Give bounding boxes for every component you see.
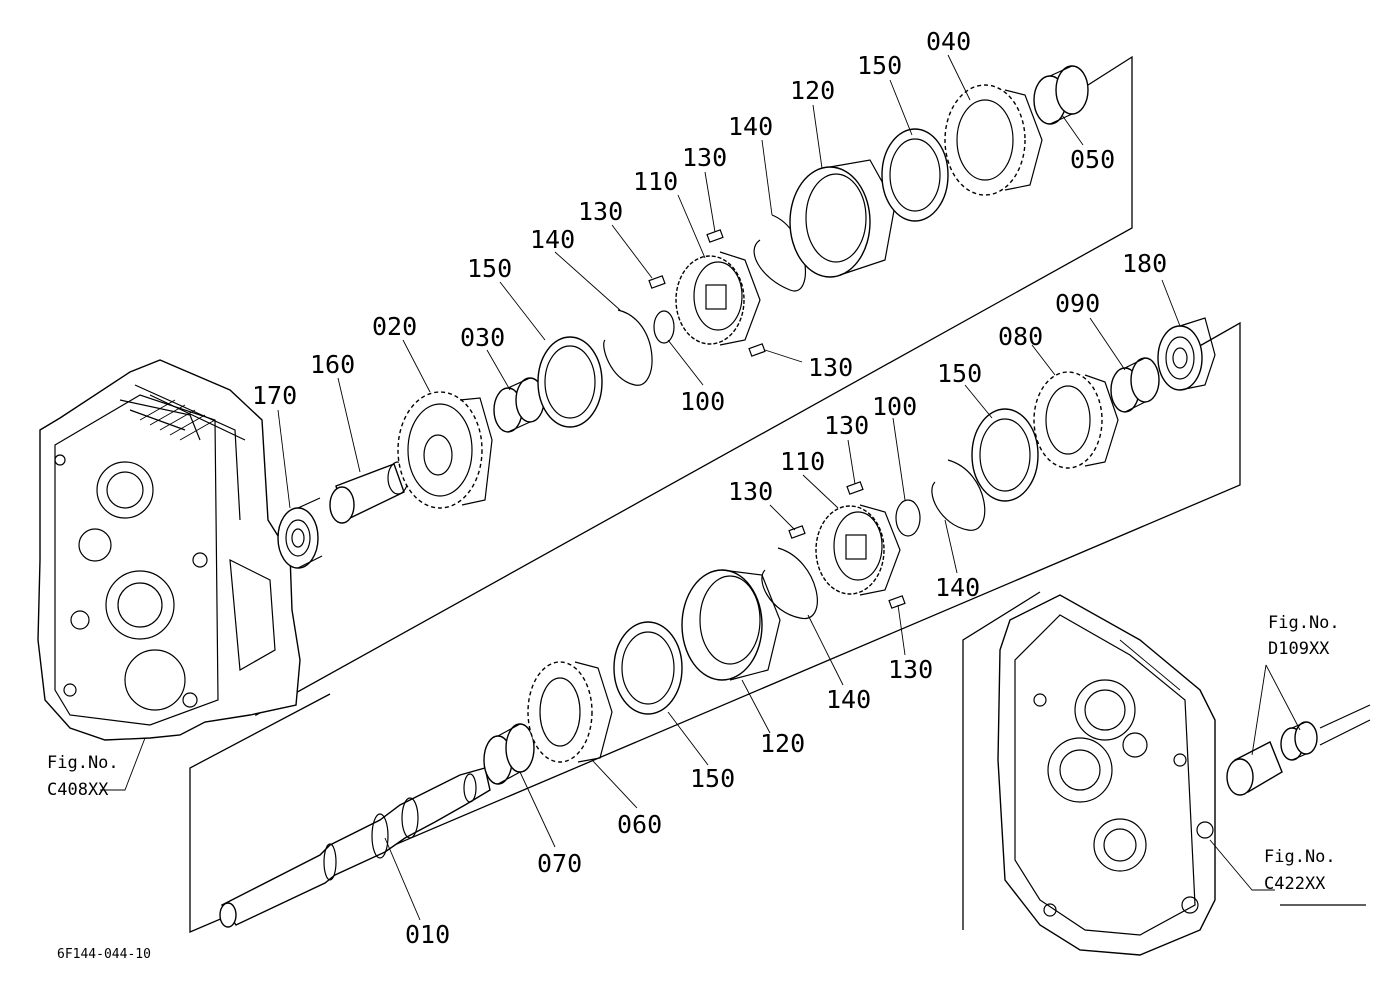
- callout-030: 030: [460, 323, 505, 352]
- callout-labels: 040 050 150 120 140 130 110 130 140 150 …: [252, 27, 1167, 949]
- part-010-main-shaft: [219, 767, 491, 928]
- part-140-spring-lower-right: [931, 459, 986, 531]
- callout-140: 140: [728, 112, 773, 141]
- diagram-code: 6F144-044-10: [57, 947, 151, 962]
- fig-ref-title: Fig.No.: [1268, 613, 1340, 633]
- part-150-ring-lower-right: [971, 408, 1039, 502]
- callout-130: 130: [808, 353, 853, 382]
- callout-130: 130: [682, 143, 727, 172]
- callout-180: 180: [1122, 249, 1167, 278]
- callout-130: 130: [728, 477, 773, 506]
- callout-120: 120: [790, 76, 835, 105]
- part-060-gear: [527, 661, 613, 763]
- callout-170: 170: [252, 381, 297, 410]
- part-110-synchro-lower: [815, 504, 901, 596]
- fig-ref-c422xx: Fig.No. C422XX: [1264, 847, 1336, 894]
- callout-130: 130: [578, 197, 623, 226]
- fig-ref-d109xx: Fig.No. D109XX: [1268, 613, 1340, 659]
- part-130-keys-upper: [648, 229, 766, 357]
- transmission-case-left: [37, 359, 301, 741]
- part-030-needle-bearing: [493, 377, 545, 433]
- part-090-needle-bearing: [1110, 357, 1160, 413]
- callout-110: 110: [780, 447, 825, 476]
- callout-050: 050: [1070, 145, 1115, 174]
- part-d109xx-collar-and-bearing: [1226, 704, 1371, 796]
- part-160-collar: [329, 461, 409, 524]
- callout-110: 110: [633, 167, 678, 196]
- callout-150: 150: [857, 51, 902, 80]
- part-070-needle-bearing: [483, 723, 535, 785]
- callout-040: 040: [926, 27, 971, 56]
- fig-ref-code: C408XX: [47, 780, 109, 800]
- callout-130: 130: [888, 655, 933, 684]
- part-180-bearing: [1157, 317, 1216, 391]
- callout-150: 150: [467, 254, 512, 283]
- transmission-case-right: [997, 594, 1216, 956]
- part-140-spring-lower-left: [761, 547, 818, 619]
- callout-080: 080: [998, 322, 1043, 351]
- part-120-sleeve-upper: [789, 159, 896, 278]
- part-150-ring-upper-left: [537, 336, 603, 428]
- fig-ref-title: Fig.No.: [1264, 847, 1336, 867]
- fig-ref-code: C422XX: [1264, 874, 1326, 894]
- part-140-spring-upper-left: [603, 309, 653, 386]
- fig-ref-c408xx: Fig.No. C408XX: [47, 753, 119, 800]
- part-120-sleeve-lower: [681, 569, 781, 681]
- callout-140: 140: [530, 225, 575, 254]
- part-020-gear: [397, 391, 493, 509]
- part-100-snap-ring-lower: [895, 499, 921, 537]
- callout-060: 060: [617, 810, 662, 839]
- fig-ref-code: D109XX: [1268, 639, 1330, 659]
- part-130-keys-lower: [788, 481, 906, 609]
- part-170-bearing: [277, 497, 323, 569]
- callout-120: 120: [760, 729, 805, 758]
- leader-lines: [100, 54, 1301, 921]
- callout-160: 160: [310, 350, 355, 379]
- part-110-synchro-upper: [675, 251, 761, 346]
- callout-150: 150: [690, 764, 735, 793]
- callout-010: 010: [405, 920, 450, 949]
- callout-090: 090: [1055, 289, 1100, 318]
- callout-140: 140: [935, 573, 980, 602]
- part-150-ring-upper-right: [881, 128, 949, 222]
- callout-140: 140: [826, 685, 871, 714]
- callout-100: 100: [680, 387, 725, 416]
- callout-070: 070: [537, 849, 582, 878]
- part-080-gear: [1033, 371, 1119, 469]
- part-100-snap-ring-upper: [653, 310, 675, 344]
- part-150-ring-lower-left: [613, 621, 683, 715]
- callout-020: 020: [372, 312, 417, 341]
- callout-100: 100: [872, 392, 917, 421]
- fig-ref-title: Fig.No.: [47, 753, 119, 773]
- part-040-gear: [944, 84, 1043, 196]
- callout-150: 150: [937, 359, 982, 388]
- part-050-needle-bearing: [1033, 65, 1089, 125]
- callout-130: 130: [824, 411, 869, 440]
